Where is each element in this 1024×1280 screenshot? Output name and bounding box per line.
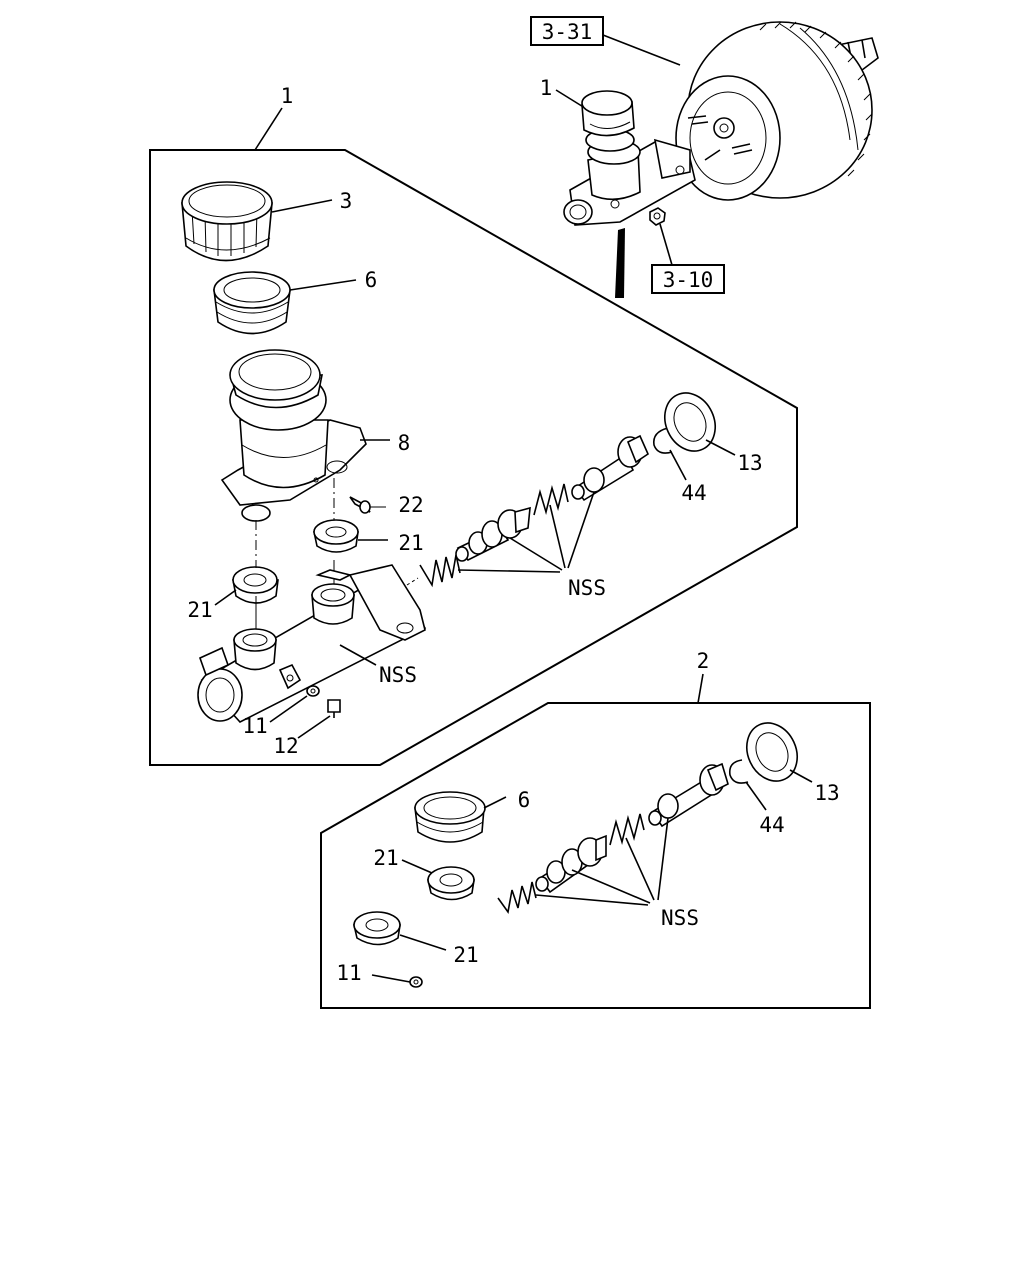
callout-kit-clip44-label: 44 bbox=[759, 813, 784, 837]
callout-grommet21-upper-label: 21 bbox=[398, 531, 423, 555]
ref-box-3-10 bbox=[651, 264, 725, 294]
kit-reservoir-seal: 6 bbox=[414, 788, 531, 843]
kit-end-seal: 13 bbox=[746, 722, 840, 805]
callout-washer11-label: 11 bbox=[242, 714, 267, 738]
grommet-left: 21 bbox=[187, 566, 279, 622]
master-cylinder-assembled: 1 bbox=[540, 76, 696, 226]
callout-kit-grommet21-lower-label: 21 bbox=[453, 943, 478, 967]
callout-group-2-label: 2 bbox=[697, 649, 710, 673]
callout-assembly-top-label: 1 bbox=[540, 76, 553, 100]
washer-small: 11 bbox=[242, 685, 320, 738]
retaining-clip: 44 bbox=[652, 427, 707, 505]
end-seal: 13 bbox=[664, 392, 763, 475]
callout-group-2-leader bbox=[697, 673, 704, 704]
group-2-frame bbox=[320, 702, 871, 1009]
reservoir-seal: 6 bbox=[213, 268, 378, 335]
callout-grommet21-left-label: 21 bbox=[187, 598, 212, 622]
callout-group-1-leader bbox=[254, 107, 283, 151]
callout-screw22-label: 22 bbox=[398, 493, 423, 517]
callout-seal13-label: 13 bbox=[737, 451, 762, 475]
bolt-small: 12 bbox=[273, 699, 341, 758]
callout-kit-washer11-label: 11 bbox=[336, 961, 361, 985]
ref-box-3-31 bbox=[530, 16, 604, 46]
reservoir-tank: 8 bbox=[220, 349, 411, 522]
callout-kit-seal13-label: 13 bbox=[814, 781, 839, 805]
group-1-frame bbox=[149, 149, 798, 766]
piston-internals: NSS bbox=[406, 434, 650, 600]
reservoir-screw: 22 bbox=[349, 493, 424, 517]
kit-retaining-clip: 44 bbox=[728, 759, 785, 837]
grommet-upper: 21 bbox=[313, 519, 424, 555]
kit-grommet-upper: 21 bbox=[373, 846, 475, 901]
reservoir-cap: 3 bbox=[181, 181, 353, 262]
callout-kit-seal6-label: 6 bbox=[518, 788, 531, 812]
master-cylinder-body: NSS bbox=[197, 564, 427, 723]
leader-arrow-top bbox=[615, 228, 625, 298]
brake-booster: 3-31 bbox=[530, 16, 879, 201]
ref-3-31-label: 3-31 bbox=[542, 20, 593, 44]
kit-piston-internals: NSS bbox=[497, 762, 729, 930]
callout-body-nss-label: NSS bbox=[379, 663, 417, 687]
callout-reservoir-label: 8 bbox=[398, 431, 411, 455]
callout-group-1-label: 1 bbox=[281, 84, 294, 108]
callout-kit-nss-label: NSS bbox=[661, 906, 699, 930]
callout-internals-nss-label: NSS bbox=[568, 576, 606, 600]
callout-bolt12-label: 12 bbox=[273, 734, 298, 758]
callout-clip44-label: 44 bbox=[681, 481, 706, 505]
mounting-nut-ref: 3-10 bbox=[649, 207, 725, 294]
callout-seal6-label: 6 bbox=[365, 268, 378, 292]
callout-cap-label: 3 bbox=[340, 189, 353, 213]
kit-washer-small: 11 bbox=[336, 961, 423, 988]
kit-grommet-lower: 21 bbox=[352, 911, 479, 967]
callout-kit-grommet21-upper-label: 21 bbox=[373, 846, 398, 870]
ref-3-10-label: 3-10 bbox=[663, 268, 714, 292]
